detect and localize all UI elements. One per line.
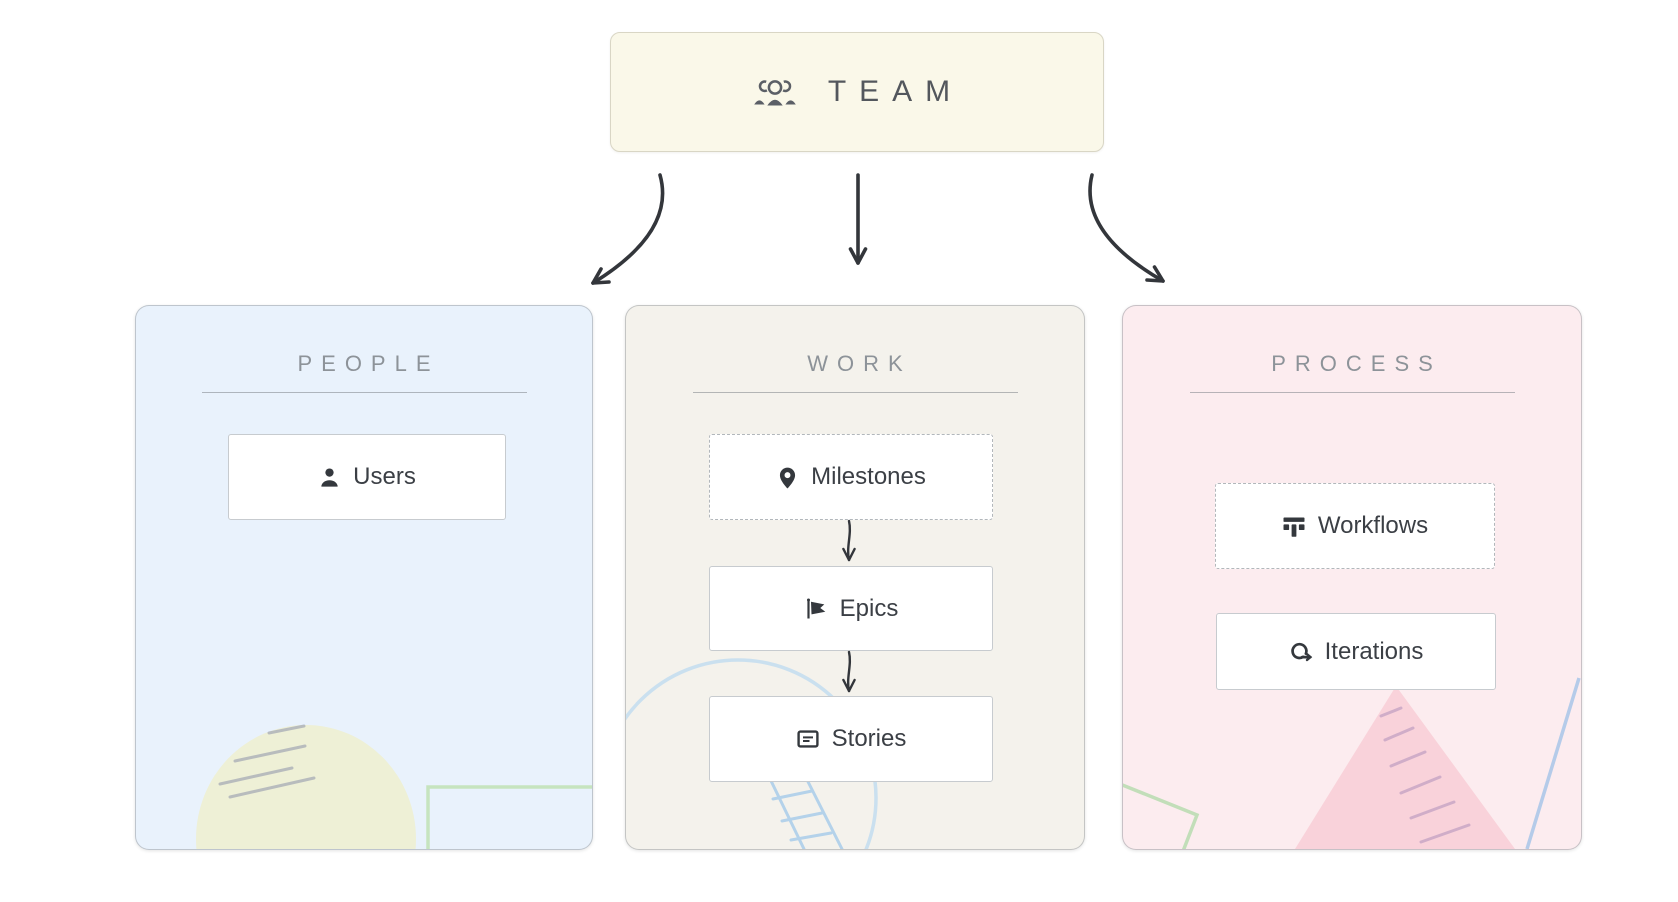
people-card: PEOPLE Users bbox=[135, 305, 593, 850]
work-card: WORK Milestones Epics Stories bbox=[625, 305, 1085, 850]
stories-node[interactable]: Stories bbox=[709, 696, 993, 782]
sketch-circle-decoration bbox=[196, 724, 592, 849]
workflow-icon bbox=[1283, 517, 1305, 537]
team-to-work-arrow bbox=[848, 173, 868, 265]
iterations-label: Iterations bbox=[1324, 637, 1424, 665]
process-card-title: PROCESS bbox=[1271, 351, 1442, 376]
people-card-decorations bbox=[136, 306, 592, 849]
workflows-label: Workflows bbox=[1317, 512, 1429, 539]
groups-icon bbox=[754, 79, 796, 105]
users-node[interactable]: Users bbox=[228, 434, 506, 520]
iterations-node[interactable]: Iterations bbox=[1216, 613, 1496, 690]
loop-arrow-icon bbox=[1290, 642, 1312, 661]
map-pin-icon bbox=[780, 467, 796, 488]
users-label: Users bbox=[353, 463, 416, 490]
process-card: PROCESS Workflows Iteration bbox=[1122, 305, 1582, 850]
team-to-people-arrow bbox=[591, 173, 665, 285]
team-node[interactable]: TEAM bbox=[610, 32, 1104, 152]
people-card-title: PEOPLE bbox=[297, 351, 440, 376]
epics-label: Epics bbox=[839, 594, 899, 622]
team-label: TEAM bbox=[827, 75, 964, 108]
milestones-node[interactable]: Milestones bbox=[709, 434, 993, 520]
people-title-underline bbox=[201, 392, 527, 393]
flag-icon bbox=[806, 598, 825, 618]
milestones-label: Milestones bbox=[811, 463, 926, 490]
work-title-underline bbox=[692, 392, 1018, 393]
team-to-process-arrow bbox=[1088, 173, 1165, 283]
epics-node[interactable]: Epics bbox=[709, 566, 993, 651]
stories-label: Stories bbox=[831, 725, 907, 752]
process-title-underline bbox=[1189, 392, 1515, 393]
work-card-title: WORK bbox=[807, 351, 912, 376]
story-card-icon bbox=[797, 730, 819, 748]
user-icon bbox=[321, 468, 338, 487]
process-card-decorations bbox=[1123, 306, 1581, 849]
workflows-node[interactable]: Workflows bbox=[1215, 483, 1495, 569]
sketch-triangle-decoration bbox=[1123, 677, 1581, 849]
